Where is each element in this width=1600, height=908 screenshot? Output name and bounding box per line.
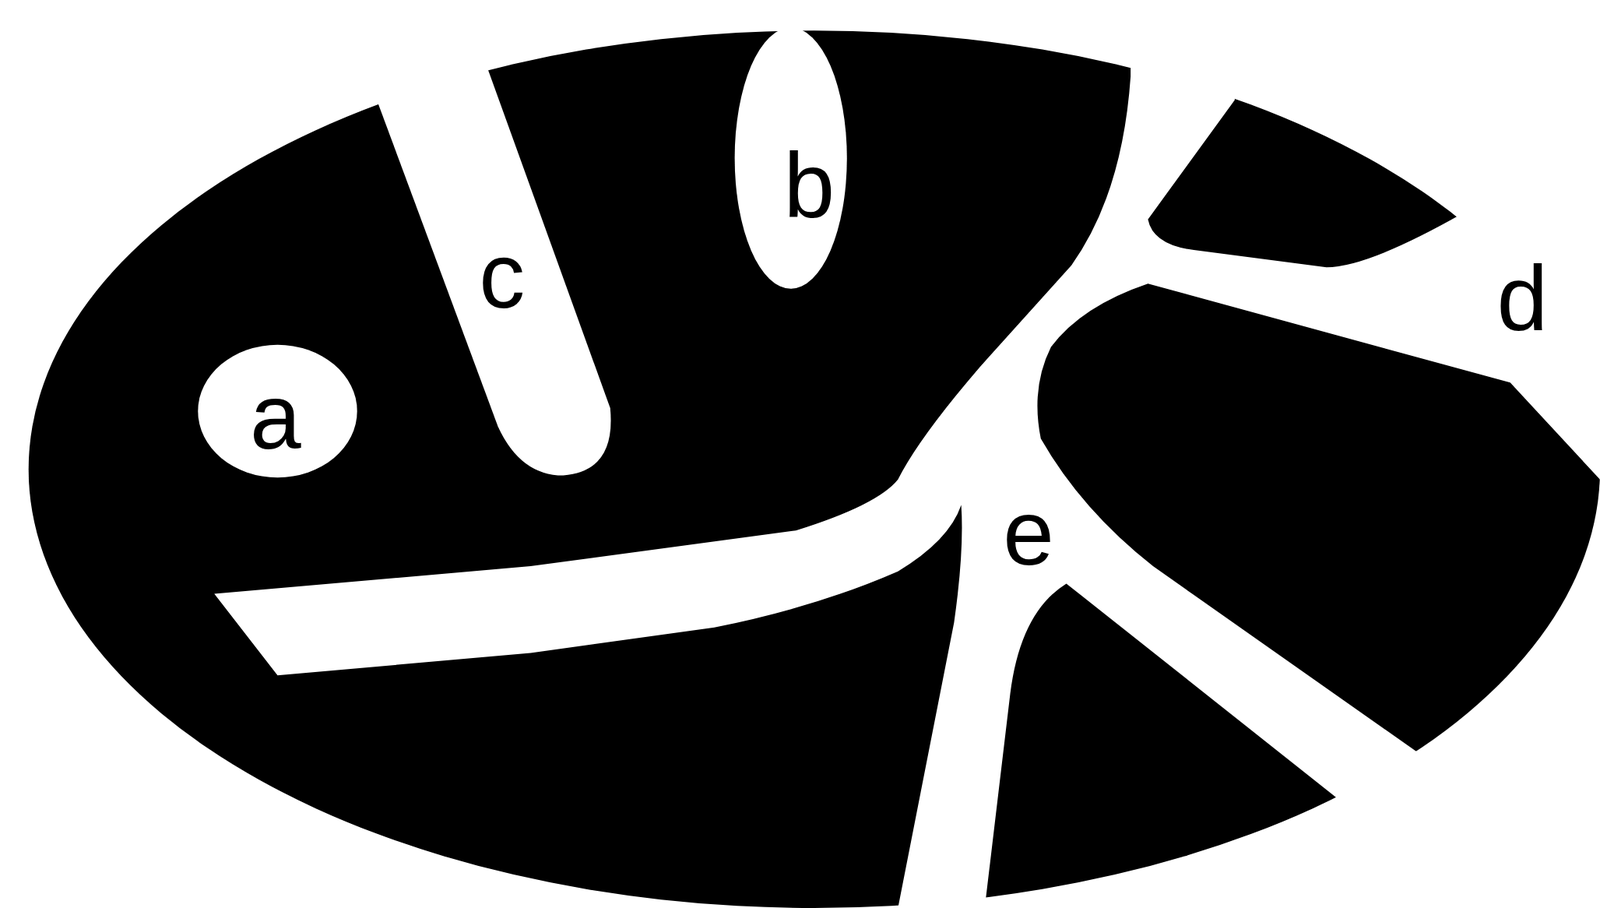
region-letter: e	[1002, 486, 1055, 579]
region-letter: c	[478, 229, 525, 322]
slit	[377, 63, 612, 475]
region-letter: a	[249, 370, 302, 463]
channel	[214, 0, 1600, 908]
hole	[734, 27, 848, 289]
region-letter: b	[783, 139, 835, 232]
region-letter: d	[1497, 252, 1549, 345]
hole	[197, 344, 357, 478]
